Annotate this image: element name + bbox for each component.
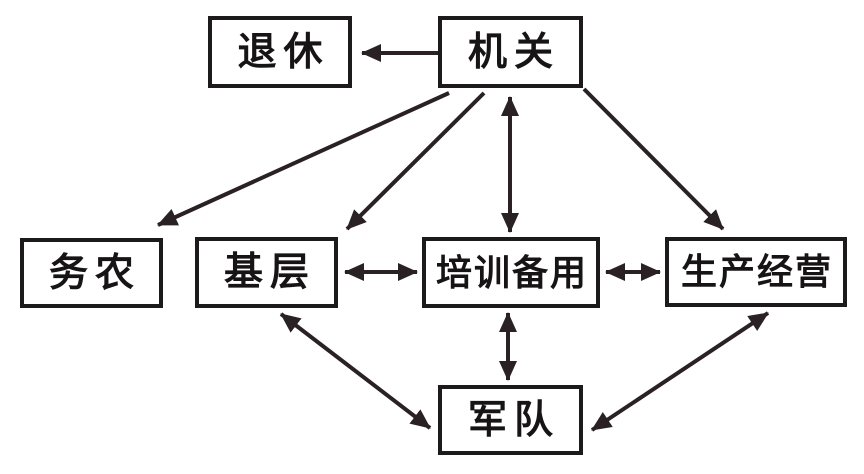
edge-agency-to-production-operation [582, 87, 725, 231]
edge-agency-to-farming [157, 91, 450, 227]
edge-army-to-production-operation [590, 311, 770, 432]
node-production-operation-label: 生产经营 [680, 251, 833, 292]
node-training-reserve-label: 培训备用 [435, 251, 588, 293]
node-farming-label: 务农 [48, 251, 141, 295]
node-agency: 机关 [438, 16, 583, 88]
node-retirement-label: 退休 [237, 30, 330, 74]
node-grassroots: 基层 [195, 237, 338, 308]
node-farming: 务农 [20, 238, 163, 308]
diagram-edges [157, 44, 770, 432]
edge-agency-to-grassroots [345, 91, 486, 231]
node-agency-label: 机关 [467, 30, 560, 74]
node-training-reserve: 培训备用 [422, 237, 600, 308]
node-army: 军队 [438, 385, 583, 455]
node-grassroots-label: 基层 [223, 251, 316, 294]
node-production-operation: 生产经营 [665, 237, 847, 307]
node-army-label: 军队 [467, 398, 560, 442]
edge-grassroots-to-army [279, 312, 432, 430]
node-retirement: 退休 [208, 16, 352, 88]
